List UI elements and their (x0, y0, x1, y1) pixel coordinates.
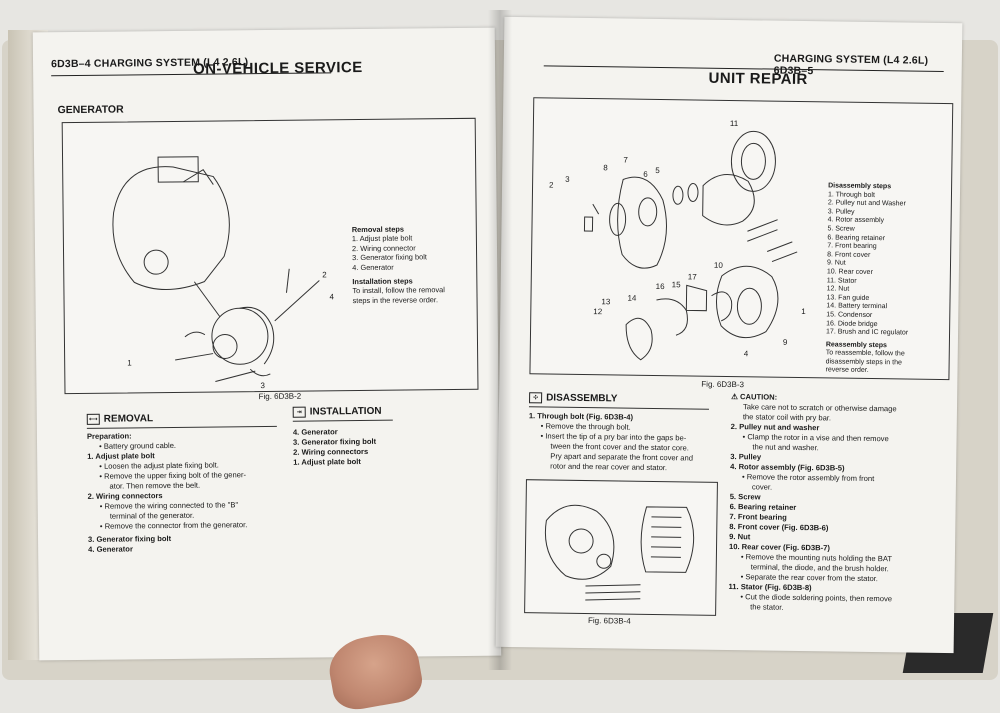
rear-housing-drawing (640, 506, 695, 573)
removal-rule (86, 425, 277, 429)
engine-pulley-drawing (143, 249, 169, 275)
callout-16: 16 (655, 281, 665, 292)
disassembly-heading-text: DISASSEMBLY (546, 392, 618, 405)
generator-pulley-drawing (212, 333, 238, 359)
front-cover-drawing (617, 176, 667, 269)
callout-4: 4 (329, 292, 335, 302)
callout-12: 12 (593, 307, 603, 317)
front-housing-drawing (544, 504, 615, 580)
reassembly-text-line: reverse order. (825, 366, 869, 375)
installation-heading: ⇥ INSTALLATION (292, 405, 382, 418)
alternator-exploded-figure: Disassembly steps 1. Through bolt 2. Pul… (529, 97, 954, 381)
callout-1: 1 (127, 358, 132, 368)
removal-heading: ⟷ REMOVAL (86, 413, 154, 425)
callout-9: 9 (782, 337, 788, 347)
left-section-title: ON-VEHICLE SERVICE (193, 58, 363, 78)
callout-2: 2 (549, 180, 554, 190)
warning-triangle-icon: ⚠ (731, 392, 741, 402)
generator-diagram (112, 156, 320, 383)
alternator-exploded-diagram (583, 130, 798, 361)
stator-drawing (730, 130, 776, 192)
callout-4: 4 (743, 349, 749, 359)
book-spine-shadow (488, 10, 512, 670)
generator-title: GENERATOR (57, 103, 124, 117)
installation-item: 1. Adjust plate bolt (293, 457, 361, 467)
engine-block-drawing (112, 166, 230, 290)
rotor-drawing (702, 174, 755, 226)
disassembly-item-line: rotor and the rear cover and stator. (550, 461, 668, 473)
callout-11: 11 (729, 118, 739, 129)
removal-item-title: 4. Generator (88, 544, 133, 554)
generator-body-drawing (211, 307, 269, 365)
callout-5: 5 (655, 165, 660, 176)
removal-text: Preparation: • Battery ground cable. 1. … (87, 430, 288, 555)
callout-8: 8 (603, 163, 608, 173)
disassembly-rule (528, 406, 709, 410)
removal-steps-box: Removal steps 1. Adjust plate bolt 2. Wi… (352, 224, 473, 306)
installation-list: 4. Generator 3. Generator fixing bolt 2.… (293, 426, 453, 468)
pulley-drawing (609, 202, 627, 236)
callout-1: 1 (801, 307, 806, 317)
callout-6: 6 (643, 169, 648, 179)
fig-caption-6d3b-2: Fig. 6D3B-2 (258, 391, 302, 402)
callout-7: 7 (623, 155, 628, 165)
callout-10: 10 (713, 260, 723, 270)
through-bolts-drawing (585, 584, 641, 601)
fig-caption-6d3b-4: Fig. 6D3B-4 (587, 616, 631, 626)
disassembly-col2: ⚠ CAUTION: Take care not to scratch or o… (728, 392, 943, 615)
right-section-title: UNIT REPAIR (708, 69, 808, 89)
installation-heading-text: INSTALLATION (309, 405, 382, 418)
pointer-arrow-line (193, 281, 221, 317)
engine-bracket-drawing (157, 156, 199, 183)
installation-rule (292, 419, 393, 422)
callout-15: 15 (671, 280, 681, 290)
callout-3: 3 (565, 174, 570, 184)
callout-17: 17 (687, 272, 697, 282)
pry-apart-figure (524, 479, 718, 616)
left-page: 6D3B–4 CHARGING SYSTEM (L4 2.6L) ON-VEHI… (32, 27, 502, 661)
pry-apart-diagram (544, 504, 695, 601)
right-page: CHARGING SYSTEM (L4 2.6L) 6D3B–5 UNIT RE… (495, 16, 963, 654)
callout-2: 2 (322, 270, 327, 280)
callout-13: 13 (601, 297, 611, 307)
caution-title-text: CAUTION: (739, 392, 778, 402)
fig-caption-6d3b-3: Fig. 6D3B-3 (701, 379, 745, 390)
rear-cover-drawing (715, 265, 779, 339)
generator-figure: Removal steps 1. Adjust plate bolt 2. Wi… (61, 117, 479, 395)
disassembly-heading: ✣ DISASSEMBLY (529, 392, 618, 405)
disassemble-icon: ✣ (529, 392, 543, 404)
disassembly-col1: 1. Through bolt (Fig. 6D3B-4) • Remove t… (528, 411, 729, 474)
arrow-out-icon: ⟷ (86, 413, 100, 425)
arrow-in-icon: ⇥ (292, 406, 306, 418)
callout-3: 3 (260, 381, 265, 391)
disassembly-item-line: the stator. (750, 602, 784, 612)
callout-14: 14 (627, 293, 637, 303)
disassembly-steps-box: Disassembly steps 1. Through bolt 2. Pul… (825, 182, 948, 377)
removal-heading-text: REMOVAL (103, 413, 154, 425)
disassembly-step: 17. Brush and IC regulator (826, 328, 909, 337)
fan-guide-drawing (625, 317, 653, 361)
installation-text-line: steps in the reverse order. (352, 295, 439, 305)
